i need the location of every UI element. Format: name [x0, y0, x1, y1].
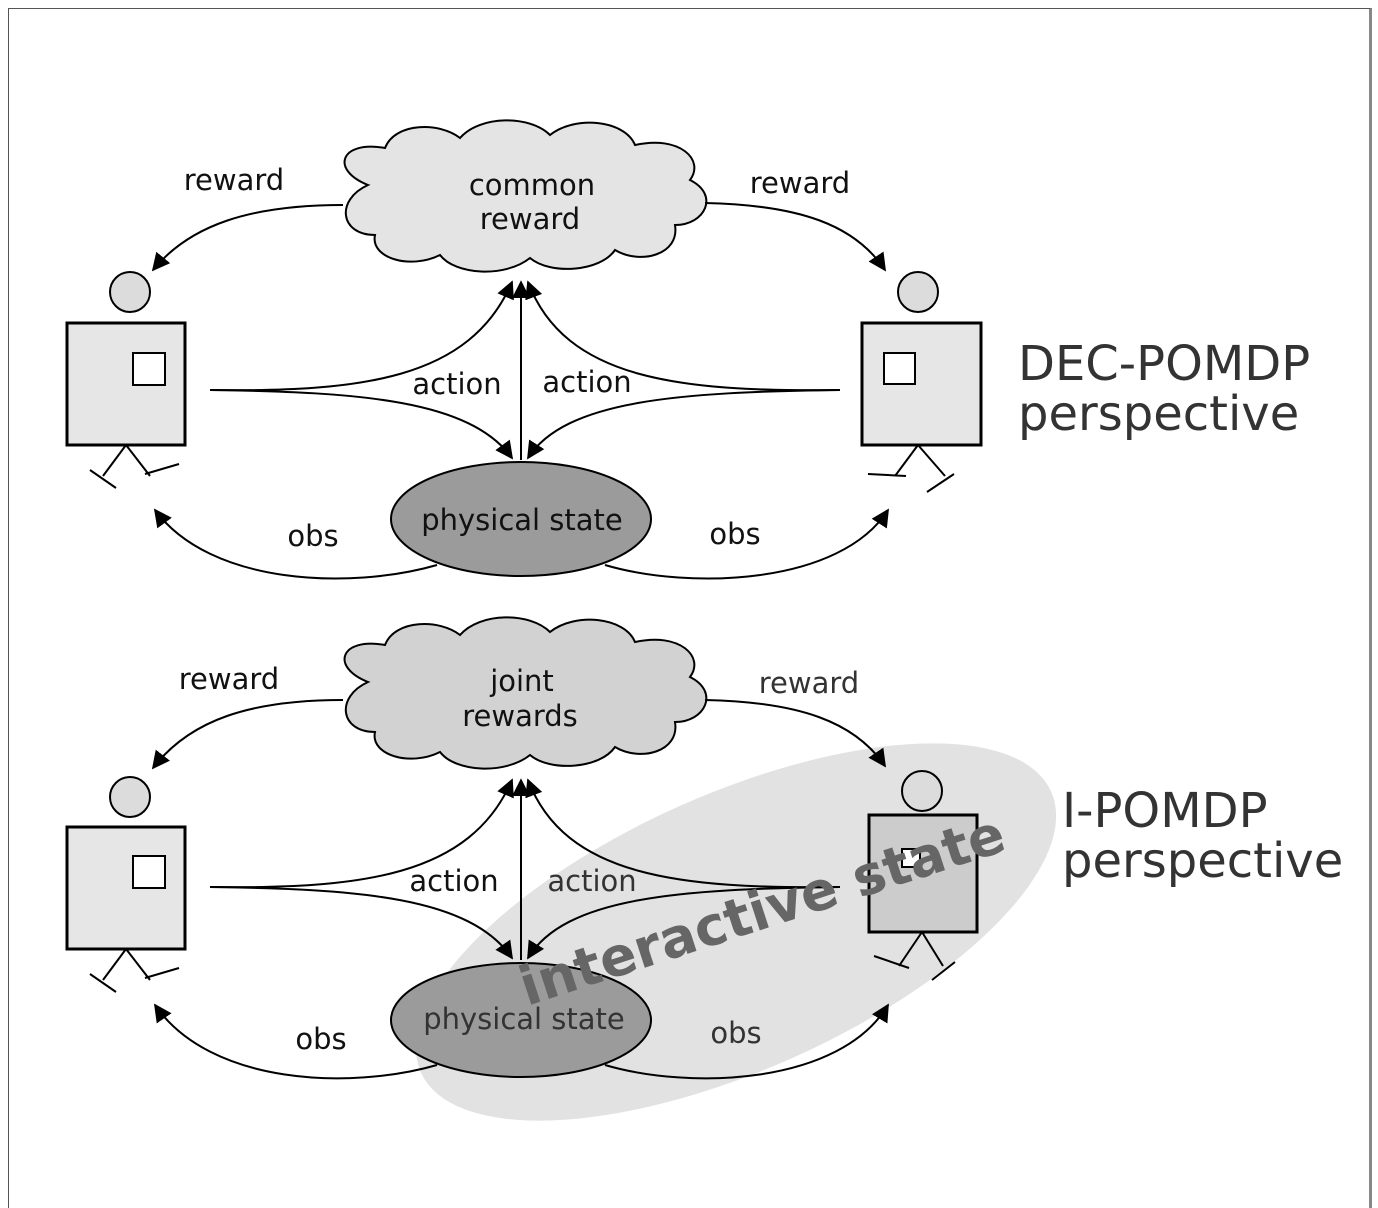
top-action-left-label: action	[412, 367, 501, 401]
bottom-action-left-label: action	[409, 864, 498, 898]
bottom-cloud-line2: rewards	[462, 699, 578, 733]
bottom-obs-left-label: obs	[295, 1022, 346, 1056]
figure-frame	[8, 8, 1372, 1208]
top-right-agent	[860, 271, 983, 493]
bottom-perspective-line1: I-POMDP	[1062, 783, 1268, 839]
top-reward-left-label: reward	[184, 163, 284, 197]
bottom-reward-right-label: reward	[759, 666, 859, 700]
top-panel: common reward physical state	[65, 119, 1310, 580]
bottom-action-right-label: action	[547, 864, 636, 898]
bottom-physical-state	[390, 962, 652, 1078]
top-action-right-label: action	[542, 365, 631, 399]
bottom-cloud	[343, 616, 708, 770]
top-cloud	[343, 119, 708, 273]
top-physical-state	[390, 461, 652, 577]
bottom-reward-left-label: reward	[179, 662, 279, 696]
top-left-agent	[65, 271, 187, 489]
top-physical-state-label: physical state	[421, 503, 623, 537]
top-obs-left-label: obs	[287, 519, 338, 553]
bottom-right-agent	[867, 770, 979, 981]
top-reward-right-label: reward	[750, 166, 850, 200]
top-cloud-line1: common	[469, 168, 595, 202]
bottom-perspective-line2: perspective	[1062, 833, 1343, 889]
top-cloud-line2: reward	[480, 202, 580, 236]
bottom-left-agent	[65, 776, 187, 993]
top-perspective-line2: perspective	[1018, 386, 1299, 442]
bottom-physical-state-label: physical state	[423, 1002, 625, 1036]
bottom-obs-right-label: obs	[710, 1016, 761, 1050]
top-obs-right-label: obs	[709, 517, 760, 551]
bottom-cloud-line1: joint	[489, 664, 554, 698]
top-perspective-line1: DEC-POMDP	[1018, 336, 1310, 392]
bottom-panel: joint rewards physical state	[65, 616, 1343, 1121]
